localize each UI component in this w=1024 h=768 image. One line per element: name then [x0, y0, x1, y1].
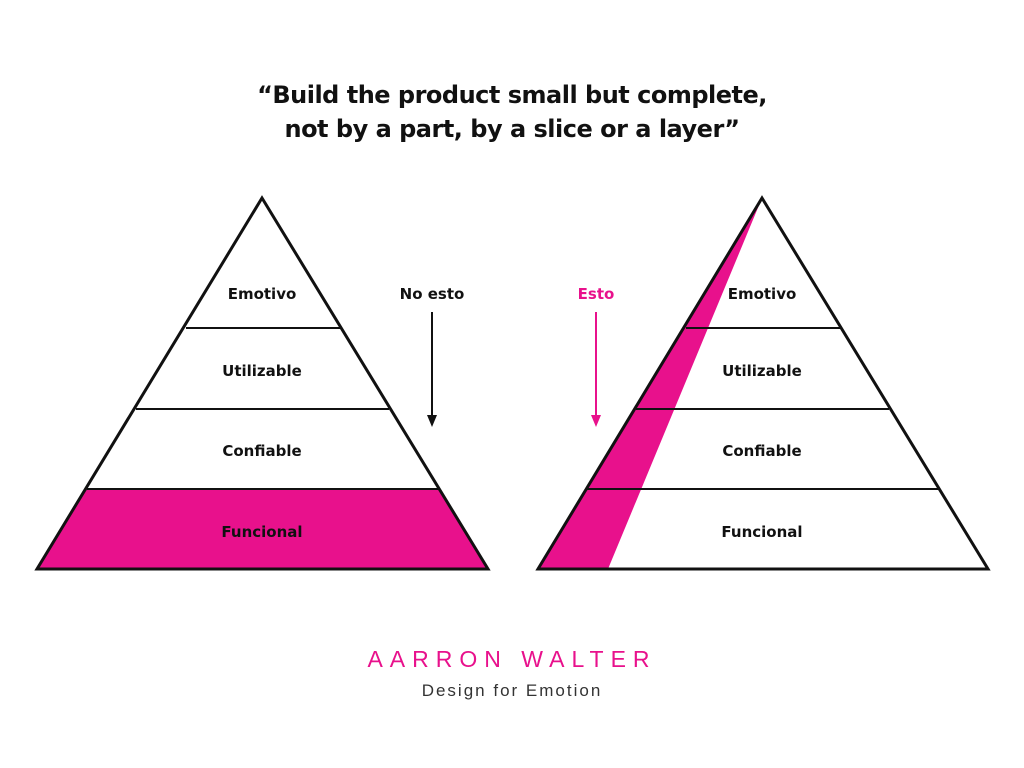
quote-line-2: not by a part, by a slice or a layer”: [284, 115, 740, 143]
author-name: AARRON WALTER: [367, 646, 657, 672]
right-layer-emotivo: Emotivo: [728, 285, 797, 303]
left-caption-group: No esto: [400, 285, 465, 427]
left-pyramid-outline: [34, 195, 491, 571]
right-caption-group: Esto: [578, 285, 615, 427]
right-pyramid-outline: [535, 195, 991, 571]
right-layer-funcional: Funcional: [721, 523, 802, 541]
left-layer-utilizable: Utilizable: [222, 362, 302, 380]
left-arrow-head: [427, 415, 437, 427]
left-pyramid: Emotivo Utilizable Confiable Funcional: [34, 195, 491, 571]
right-layer-confiable: Confiable: [722, 442, 801, 460]
left-layer-emotivo: Emotivo: [228, 285, 297, 303]
quote: “Build the product small but complete, n…: [0, 78, 1024, 146]
left-highlight-funcional: [37, 489, 488, 569]
left-caption: No esto: [400, 285, 465, 303]
left-layer-funcional: Funcional: [221, 523, 302, 541]
right-arrow-head: [591, 415, 601, 427]
right-layer-utilizable: Utilizable: [722, 362, 802, 380]
book-title: Design for Emotion: [421, 681, 603, 700]
left-layer-confiable: Confiable: [222, 442, 301, 460]
right-caption: Esto: [578, 285, 615, 303]
quote-line-1: “Build the product small but complete,: [257, 81, 767, 109]
right-pyramid: Emotivo Utilizable Confiable Funcional: [535, 195, 991, 571]
